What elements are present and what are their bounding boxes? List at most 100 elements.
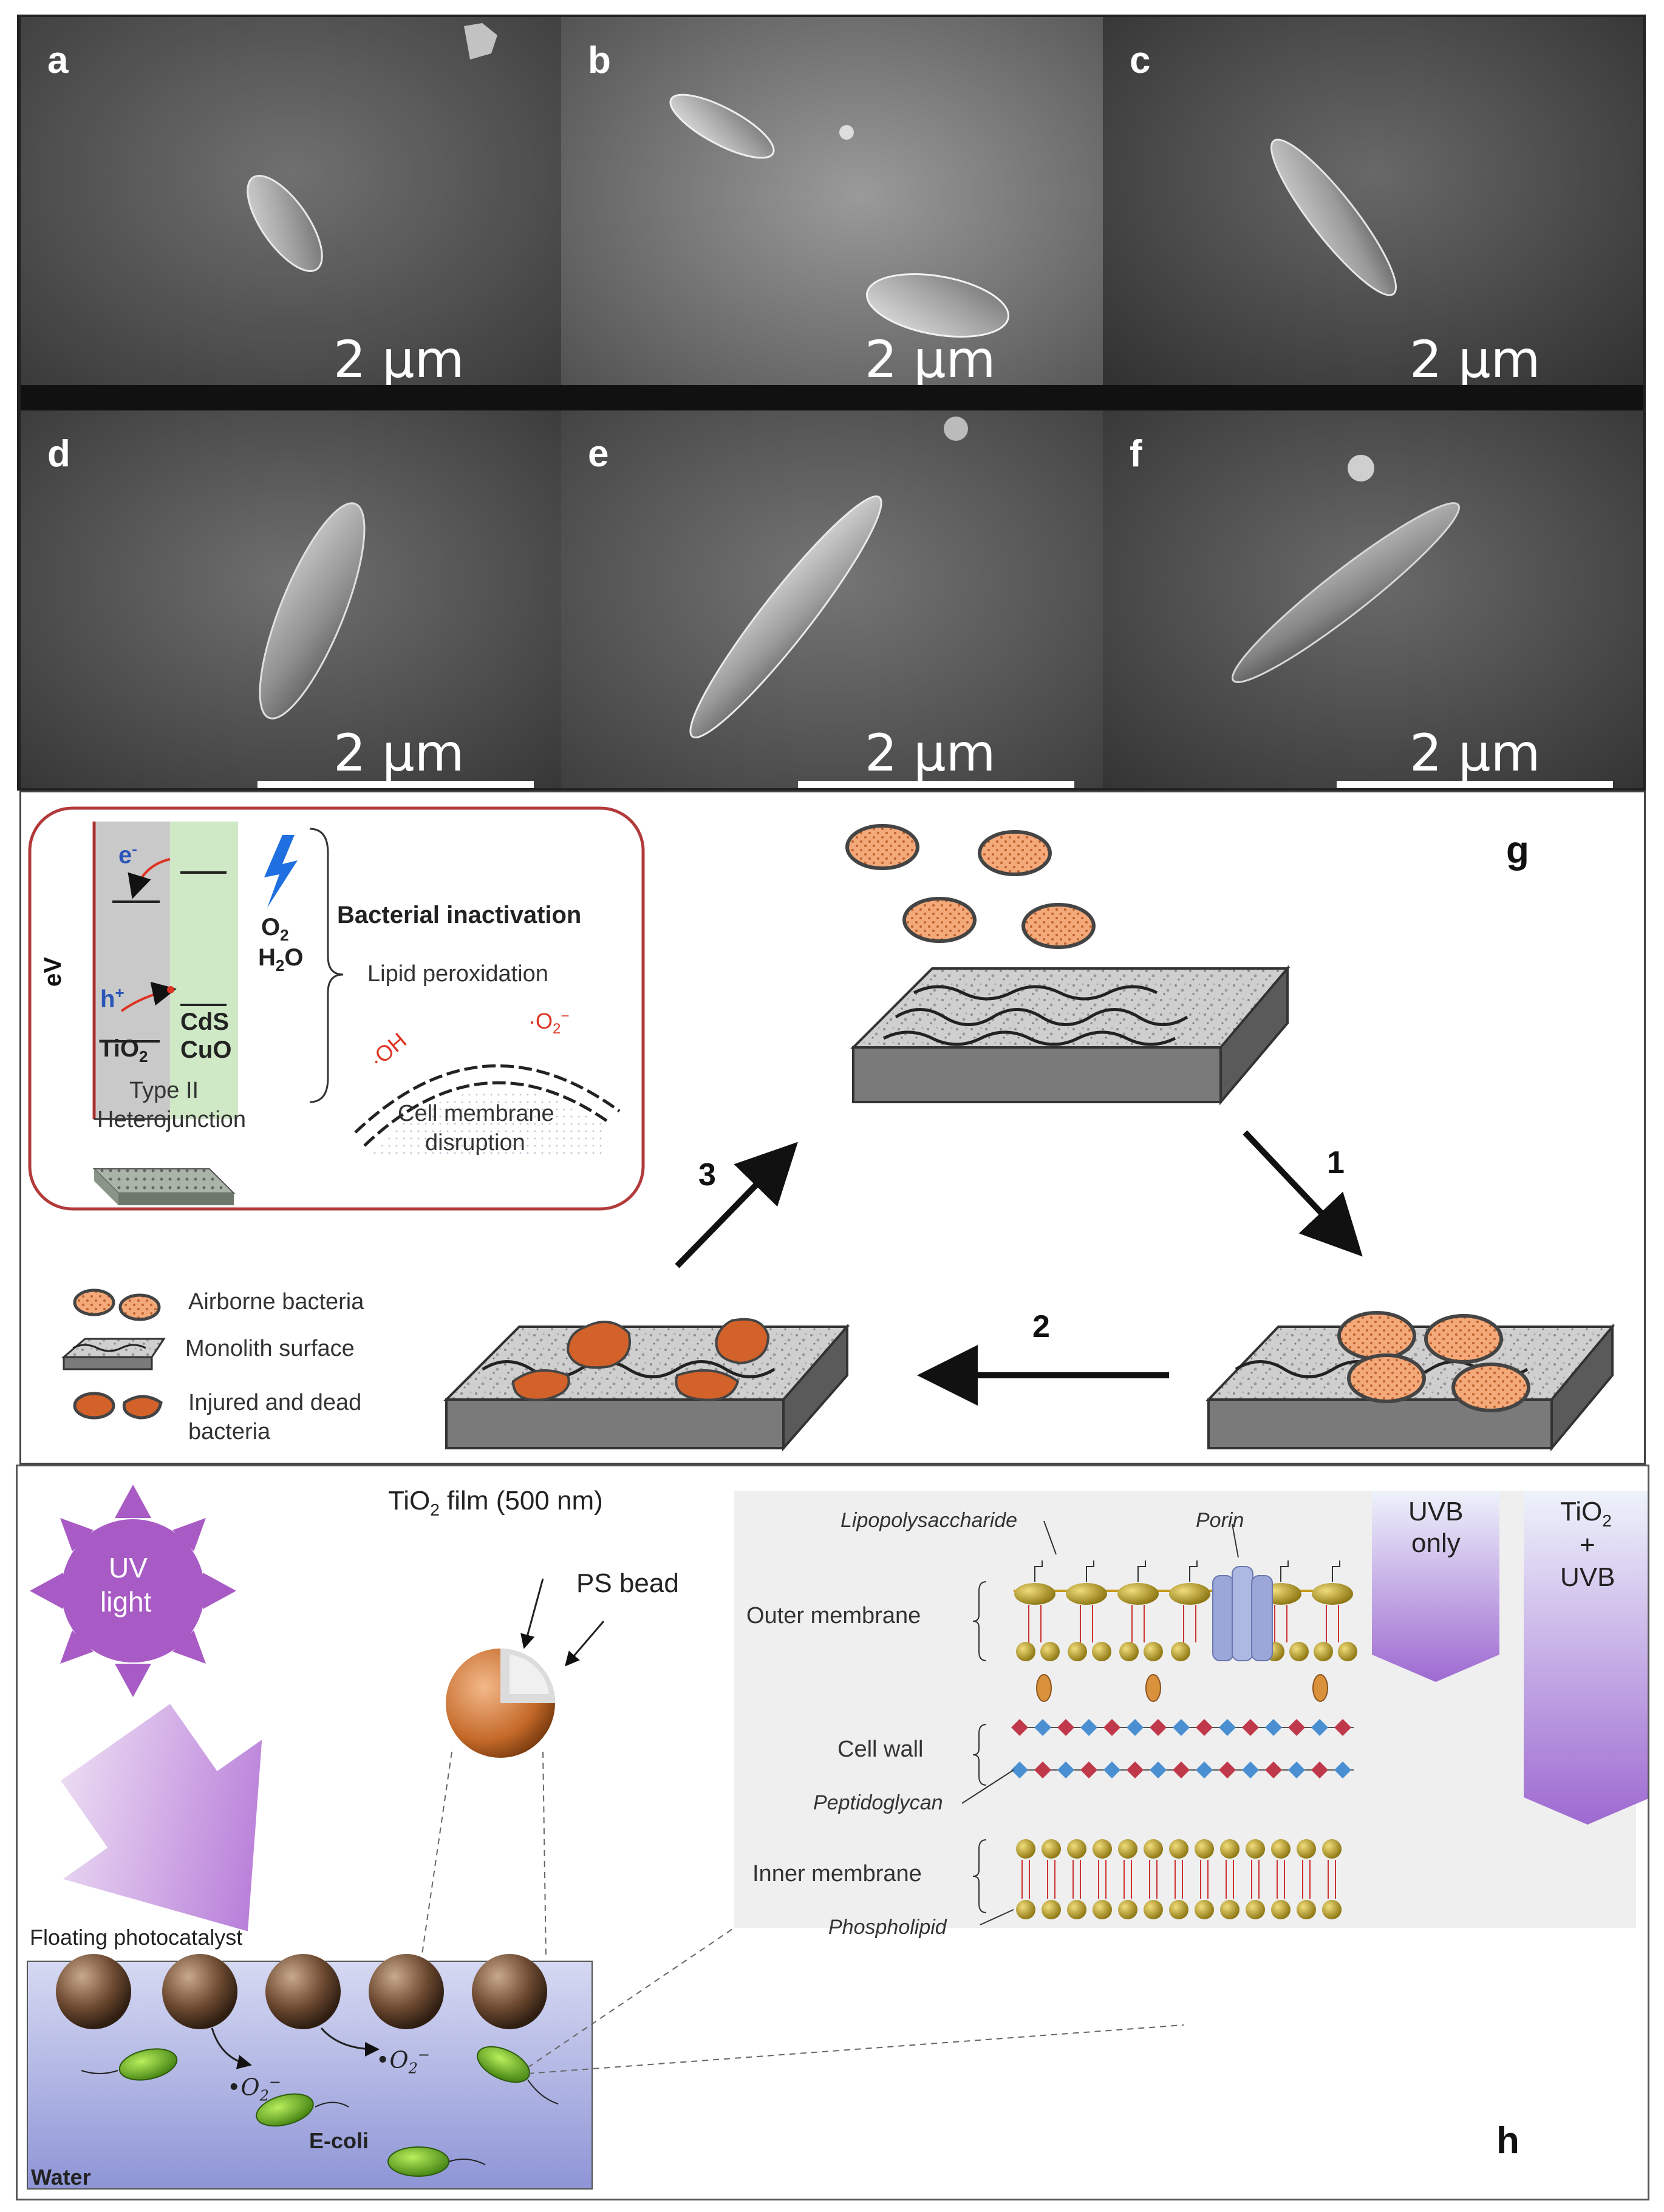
- lipopolysaccharide-label: Lipopolysaccharide: [841, 1509, 1018, 1532]
- peptidoglycan-unit: [1150, 1761, 1167, 1778]
- legend-bacteria-label: bacteria: [188, 1419, 271, 1445]
- panel-g: eV e- h+ TiO2 CdS CuO O2 H2O Type II Het…: [19, 791, 1646, 1465]
- panel-h-graphics: [27, 1485, 1648, 2190]
- phospholipid-head: [1322, 1900, 1342, 1919]
- airborne-bacteria-top: [845, 824, 1096, 949]
- phospholipid-head: [1067, 1900, 1086, 1919]
- cuo-label: CuO: [180, 1036, 232, 1063]
- phospholipid-head: [1067, 1839, 1086, 1859]
- sem-panel-e: e 2 µm: [561, 410, 1103, 788]
- panel-letter-e: e: [588, 433, 609, 475]
- panel-letter-b: b: [588, 39, 611, 81]
- inner-membrane-label: Inner membrane: [752, 1861, 922, 1887]
- phospholipid-head: [1297, 1900, 1316, 1919]
- peptidoglycan-unit: [1011, 1761, 1028, 1778]
- sem-info-bar-a: [21, 385, 561, 410]
- peptidoglycan-unit: [1103, 1761, 1120, 1778]
- scale-label-f: 2 µm: [1410, 723, 1541, 783]
- electron-sign: -: [132, 840, 137, 858]
- phospholipid-head: [1246, 1900, 1265, 1919]
- peptidoglycan-unit: [1150, 1719, 1167, 1736]
- sem-panel-b: b 2 µm: [561, 17, 1103, 410]
- ps-bead-label: PS bead: [576, 1568, 679, 1598]
- hole-sign: +: [115, 984, 124, 1002]
- ecoli-cells: [81, 2046, 559, 2177]
- phospholipid-head: [1195, 1839, 1214, 1859]
- cell-membrane-label: Cell membrane: [398, 1101, 554, 1126]
- cell-wall-graphic: [1011, 1719, 1354, 1778]
- panel-letter-f: f: [1130, 433, 1142, 475]
- cds-label: CdS: [180, 1009, 229, 1035]
- hole-label: h+: [100, 984, 124, 1013]
- legend-injured-label: Injured and dead: [188, 1390, 362, 1415]
- inner-membrane-graphic: [1016, 1839, 1342, 1919]
- step-3-label: 3: [698, 1157, 716, 1193]
- bacterial-inactivation-label: Bacterial inactivation: [337, 902, 582, 928]
- phospholipid-head: [1093, 1839, 1112, 1859]
- phospholipid-head: [1169, 1900, 1188, 1919]
- phospholipid-head: [1144, 1900, 1163, 1919]
- peptidoglycan-unit: [1057, 1761, 1074, 1778]
- sem-image-b: [561, 17, 1103, 410]
- monolith-bacteria-adhered: [1205, 1311, 1615, 1452]
- scale-bar-f: [1337, 781, 1613, 788]
- outer-membrane-graphic: [1014, 1520, 1357, 1661]
- uv-sun-icon: [30, 1485, 236, 1697]
- sem-image-e: [561, 410, 1103, 788]
- sem-image-c: [1103, 17, 1643, 410]
- phospholipid-head: [1093, 1900, 1112, 1919]
- sem-image-f: [1103, 410, 1643, 788]
- h2o-label: H2O: [258, 944, 304, 975]
- peptidoglycan-unit: [1311, 1719, 1328, 1736]
- heterojunction-label: Heterojunction: [97, 1107, 247, 1132]
- monolith-top: [850, 965, 1291, 1106]
- tio2-uvb-label-1: TiO2: [1560, 1497, 1612, 1530]
- type-ii-label: Type II: [129, 1078, 199, 1103]
- outer-membrane-label: Outer membrane: [746, 1603, 921, 1628]
- peptidoglycan-unit: [1103, 1719, 1120, 1736]
- peptidoglycan-unit: [1034, 1761, 1051, 1778]
- sem-panel-f: f 2 µm: [1103, 410, 1643, 788]
- peptidoglycan-unit: [1242, 1719, 1259, 1736]
- panel-letter-d: d: [47, 433, 70, 475]
- peptidoglycan-unit: [1011, 1719, 1028, 1736]
- panel-letter-a: a: [47, 39, 69, 81]
- arrow-step-3: [675, 1142, 798, 1268]
- tio2-uvb-arrow: [1524, 1491, 1648, 1825]
- sem-image-d: [21, 410, 561, 788]
- water-label: Water: [31, 2165, 91, 2190]
- uv-label-line2: light: [100, 1586, 152, 1618]
- legend-airborne-label: Airborne bacteria: [188, 1289, 364, 1315]
- peptidoglycan-unit: [1057, 1719, 1074, 1736]
- phospholipid-head: [1271, 1839, 1291, 1859]
- phospholipid-head: [1271, 1900, 1291, 1919]
- phospholipid-head: [1042, 1839, 1061, 1859]
- peptidoglycan-unit: [1288, 1761, 1305, 1778]
- floating-photocatalyst-label: Floating photocatalyst: [30, 1925, 243, 1950]
- superoxide-label-2: •O2−: [376, 2046, 430, 2077]
- floating-beads: [56, 1954, 547, 2029]
- o2-label: O2: [261, 914, 289, 944]
- peptidoglycan-unit: [1288, 1719, 1305, 1736]
- tio2-band-label: TiO2: [99, 1035, 148, 1066]
- phospholipid-head: [1195, 1900, 1214, 1919]
- peptidoglycan-unit: [1196, 1761, 1213, 1778]
- peptidoglycan-unit: [1173, 1719, 1190, 1736]
- phospholipid-head: [1118, 1900, 1137, 1919]
- scale-label-e: 2 µm: [865, 723, 996, 783]
- sem-info-bar-c: [1103, 385, 1643, 410]
- step-2-label: 2: [1032, 1309, 1050, 1344]
- sem-image-a: [21, 17, 561, 410]
- panel-g-graphics: [28, 806, 1615, 1452]
- peptidoglycan-unit: [1127, 1719, 1144, 1736]
- peptidoglycan-unit: [1080, 1761, 1097, 1778]
- phospholipid-label: Phospholipid: [828, 1916, 947, 1939]
- panel-letter-h: h: [1496, 2120, 1519, 2162]
- tio2-uvb-label-2: +: [1580, 1530, 1595, 1560]
- phospholipid-head: [1220, 1839, 1239, 1859]
- ev-label: eV: [39, 957, 66, 987]
- peptidoglycan-unit: [1265, 1761, 1282, 1778]
- peptidoglycan-unit: [1219, 1761, 1236, 1778]
- sem-panel-c: c 2 µm: [1103, 17, 1643, 410]
- ps-bead-cutaway: [446, 1649, 555, 1758]
